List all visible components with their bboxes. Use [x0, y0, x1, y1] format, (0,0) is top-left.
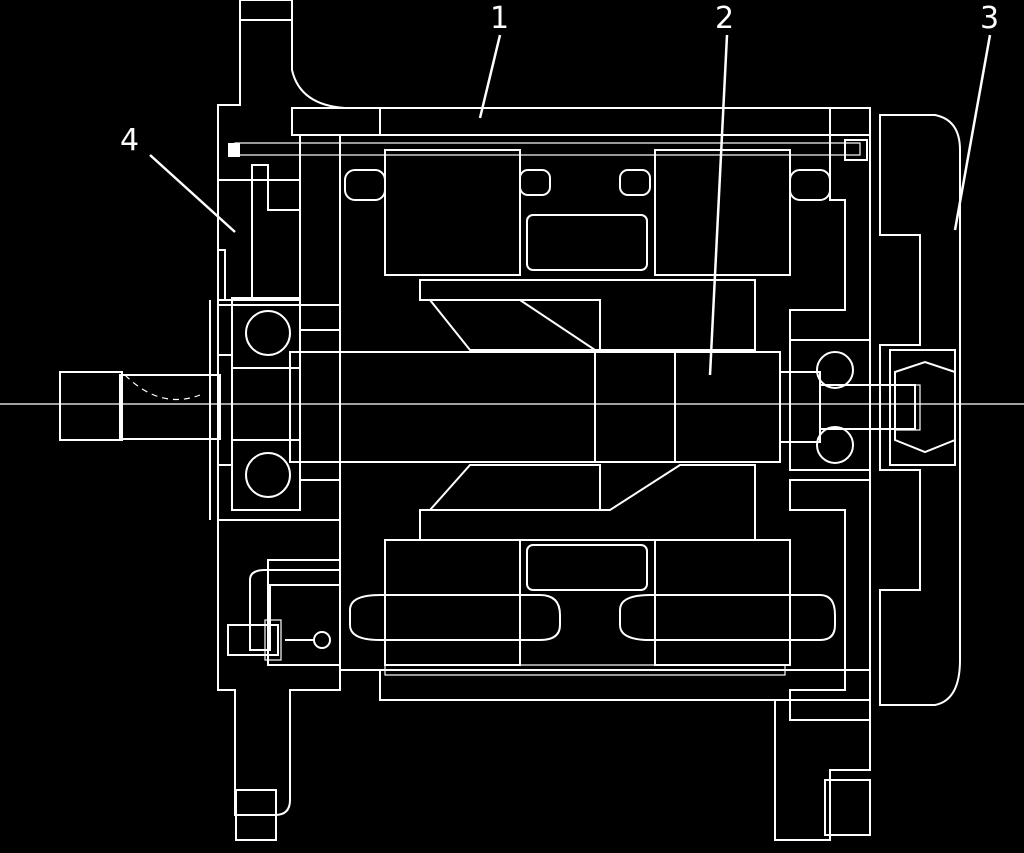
- callout-1-label: 1: [490, 1, 509, 36]
- rear-end-shield: [774, 107, 871, 841]
- callout-3-label: 3: [980, 1, 999, 36]
- stator-end-windings: [344, 169, 836, 641]
- front-end-shield: [209, 0, 381, 841]
- callout-2: 2: [708, 1, 734, 376]
- fan-pulley: [879, 114, 961, 706]
- callout-2-label: 2: [715, 1, 734, 36]
- through-bolts: [228, 139, 868, 161]
- stator-core: [384, 149, 791, 676]
- callout-4-label: 4: [120, 123, 139, 158]
- front-bearing: [217, 297, 301, 511]
- rotor-shaft: [59, 351, 916, 463]
- callout-1: 1: [478, 1, 509, 119]
- field-coils: [526, 214, 648, 591]
- callout-4: 4: [120, 123, 236, 233]
- callout-3: 3: [953, 1, 999, 231]
- rotor-poles: [419, 279, 756, 541]
- terminal-bracket: [227, 569, 341, 661]
